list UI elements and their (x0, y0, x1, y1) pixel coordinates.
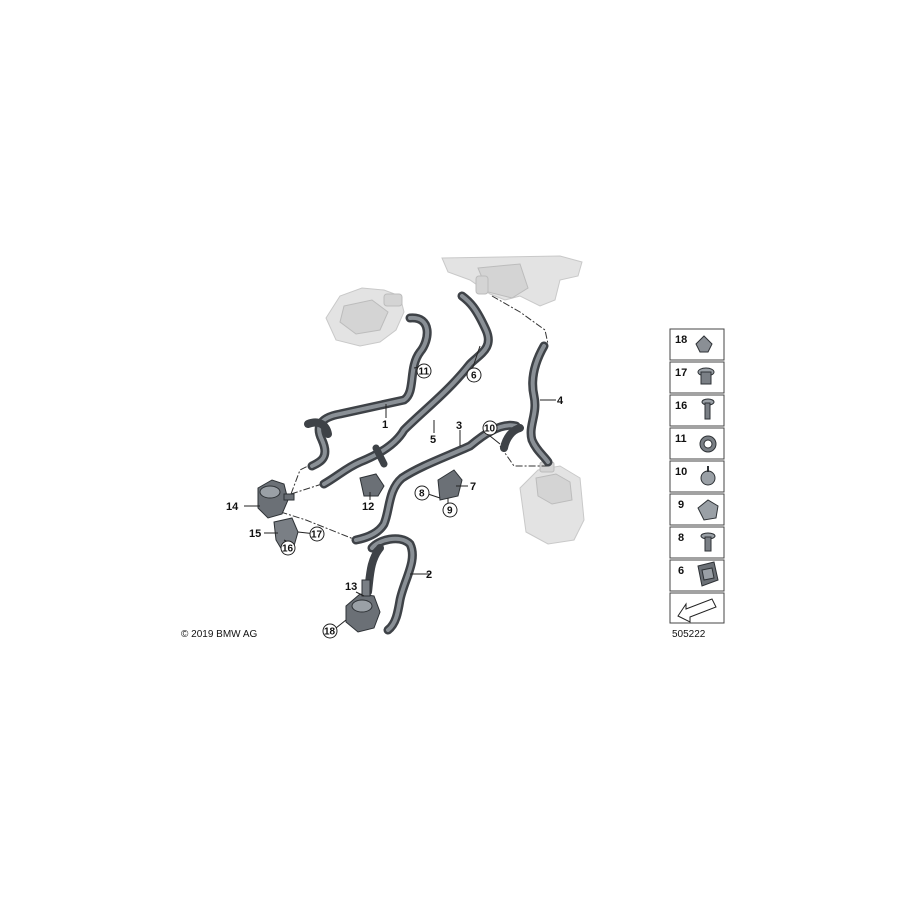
callout-13: 13 (345, 581, 357, 593)
callout-2: 2 (426, 569, 432, 581)
copyright-notice: © 2019 BMW AG (181, 629, 258, 640)
callout-3: 3 (456, 420, 462, 432)
auxiliary-water-pump-13 (345, 579, 381, 633)
callout-1: 1 (382, 419, 388, 431)
callout-15: 15 (249, 528, 261, 540)
assembly-lines (267, 295, 549, 541)
hose-5 (319, 291, 493, 489)
callout-12: 12 (362, 501, 374, 513)
callout-9: 9 (447, 506, 453, 517)
auxiliary-water-pump-14 (257, 479, 295, 519)
parts-legend: 18 17 16 11 10 9 8 6 (669, 328, 725, 624)
ghost-engine-block (441, 255, 583, 307)
holder-7 (437, 469, 463, 501)
legend-label-16: 16 (675, 400, 687, 412)
hose-1 (304, 313, 432, 471)
hose-4 (526, 341, 553, 467)
callout-8: 8 (419, 489, 425, 500)
callout-11: 11 (419, 367, 430, 378)
legend-label-9: 9 (678, 499, 684, 511)
legend-label-17: 17 (675, 367, 687, 379)
callout-7: 7 (470, 481, 476, 493)
ghost-thermostat-housing (325, 287, 405, 347)
callouts: 1 5 3 4 7 12 2 13 14 15 11 6 10 8 9 16 1… (226, 363, 564, 639)
callout-17: 17 (311, 530, 323, 541)
legend-label-11: 11 (675, 433, 687, 445)
hose-3 (351, 420, 524, 545)
leader-lines (244, 345, 556, 629)
callout-18: 18 (324, 627, 336, 638)
callout-5: 5 (430, 434, 436, 446)
callout-16: 16 (282, 544, 294, 555)
callout-4: 4 (557, 395, 564, 407)
legend-arrow-icon (677, 598, 717, 623)
image-number: 505222 (672, 629, 706, 640)
callout-10: 10 (484, 424, 496, 435)
callout-6: 6 (471, 371, 477, 382)
legend-label-10: 10 (675, 466, 687, 478)
legend-label-8: 8 (678, 532, 684, 544)
ghost-expansion-tank (519, 461, 585, 545)
callout-14: 14 (226, 501, 239, 513)
holder-12 (359, 473, 385, 497)
legend-label-18: 18 (675, 334, 687, 346)
legend-label-6: 6 (678, 565, 684, 577)
